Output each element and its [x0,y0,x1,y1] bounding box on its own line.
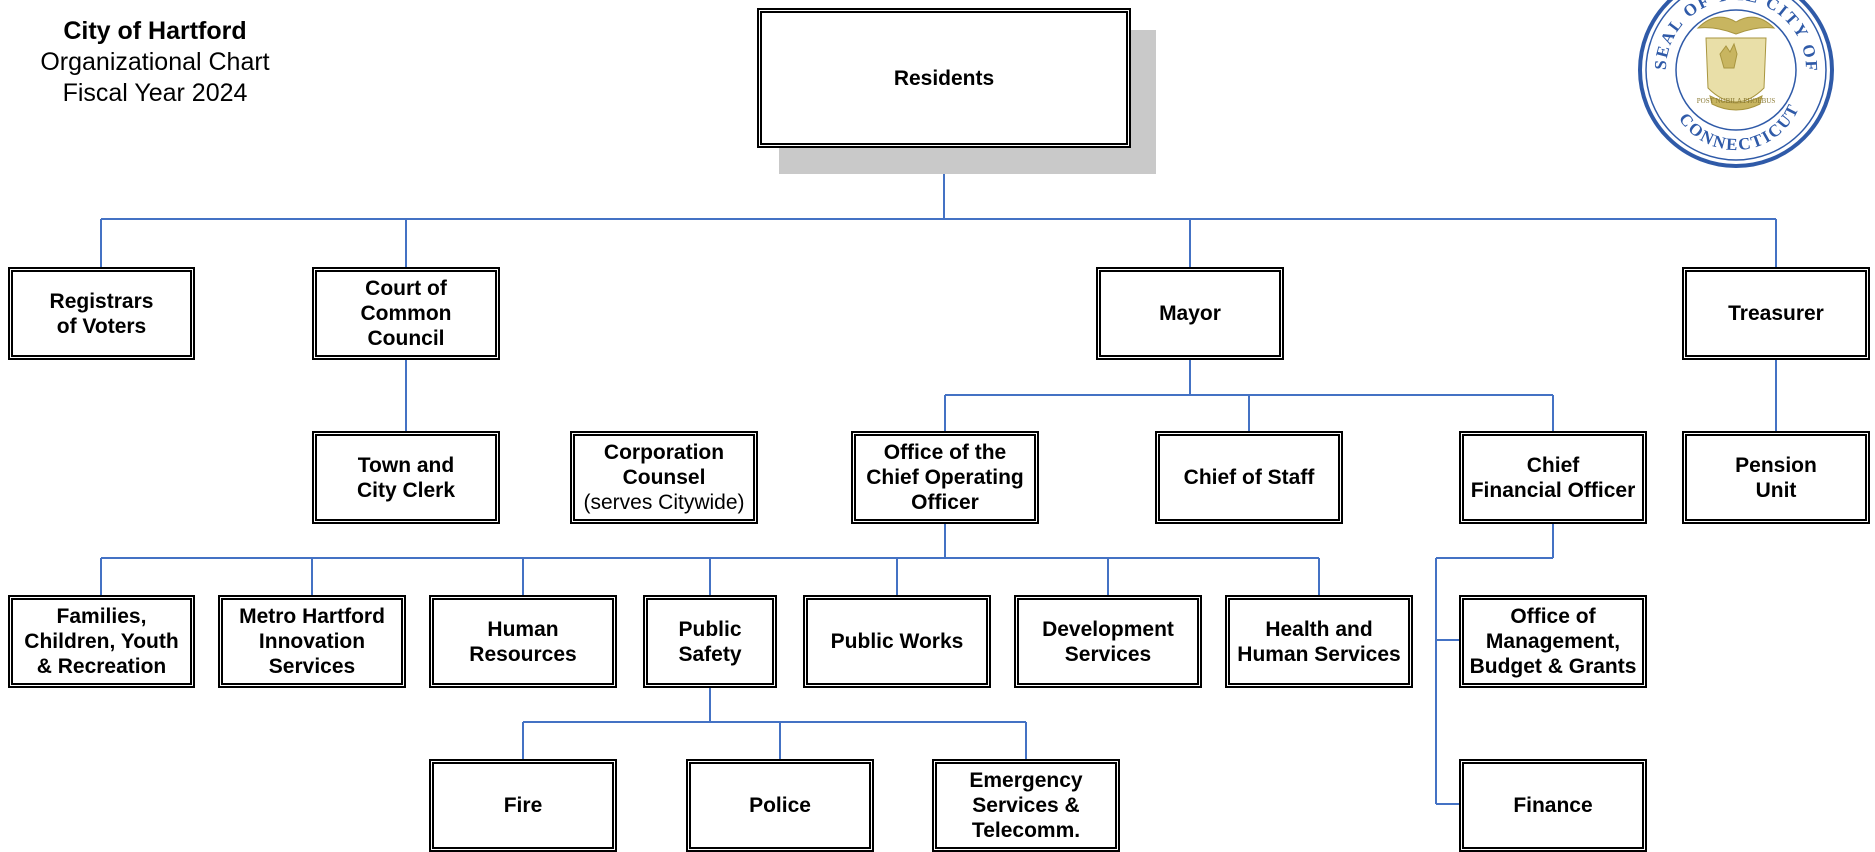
city-name: City of Hartford [63,17,247,45]
node-public-works: Public Works [803,595,991,688]
node-mayor: Mayor [1096,267,1284,360]
chart-name: Organizational Chart [40,48,270,76]
node-residents: Residents [757,8,1131,148]
node-treasurer: Treasurer [1682,267,1870,360]
chart-title-block: City of Hartford Organizational Chart Fi… [0,16,310,109]
city-seal-logo: SEAL OF THE CITY OF HARTFORD CONNECTICUT… [1636,0,1834,168]
fiscal-year: Fiscal Year 2024 [62,79,248,107]
node-finance: Finance [1459,759,1647,852]
seal-motto: POST NUBILA PHOEBUS [1697,97,1776,105]
node-police: Police [686,759,874,852]
node-fire: Fire [429,759,617,852]
node-chief-of-staff: Chief of Staff [1155,431,1343,524]
node-families-children-youth-recreation: Families,Children, Youth& Recreation [8,595,195,688]
